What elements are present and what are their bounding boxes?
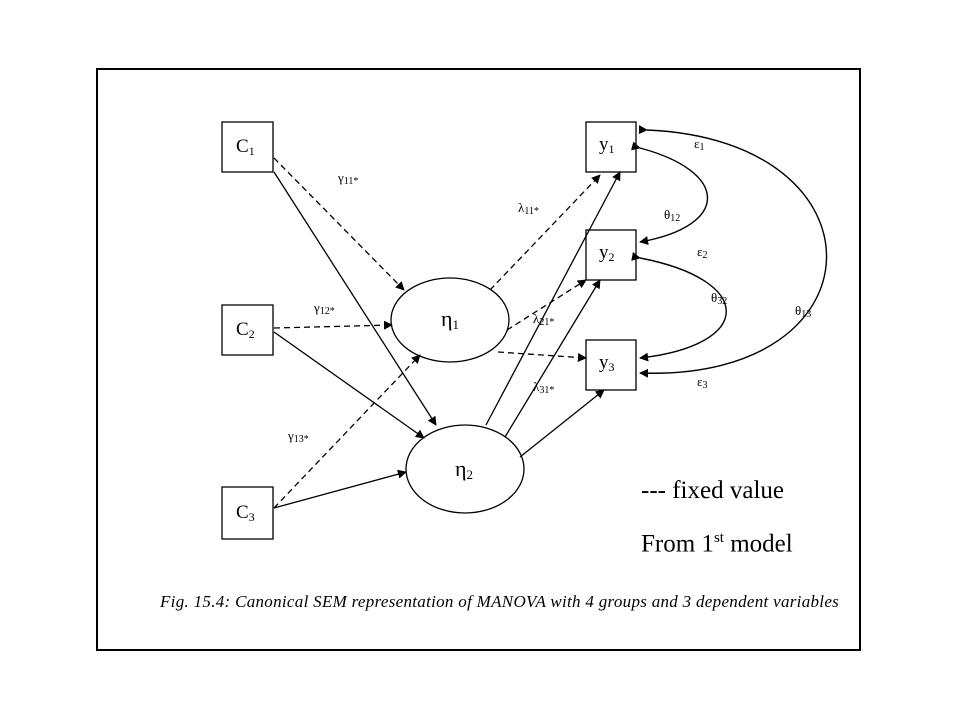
path-eta1-y1 — [489, 174, 601, 291]
lambda11-label: λ11* — [518, 200, 539, 217]
theta32-label: θ32 — [711, 290, 727, 307]
lambda21-label: λ21* — [533, 311, 554, 328]
path-eta2-y1 — [485, 171, 621, 426]
path-c3-eta1 — [273, 354, 421, 509]
c1-box — [221, 121, 274, 173]
y3-label: y3 — [599, 352, 615, 374]
from-first-model-note: From 1st model — [641, 530, 793, 558]
path-eta1-y3 — [497, 351, 587, 362]
path-c1-eta2 — [273, 171, 437, 426]
diagram-frame — [96, 68, 861, 651]
y2-label: y2 — [599, 242, 615, 264]
lambda31-label: λ31* — [533, 379, 554, 396]
theta12-label: θ12 — [664, 207, 680, 224]
y1-box — [585, 121, 637, 173]
gamma11-label: γ11* — [337, 170, 358, 187]
eps2-label: ε2 — [697, 244, 707, 261]
path-eta2-y3 — [519, 389, 605, 458]
cov-theta13 — [638, 125, 828, 378]
cov-theta32 — [631, 252, 727, 362]
path-c1-eta1 — [273, 157, 405, 291]
y3-box — [585, 339, 637, 391]
y2-box — [585, 229, 637, 281]
eta2-ellipse — [405, 424, 525, 514]
c3-label: C3 — [236, 502, 255, 524]
path-eta2-y2 — [504, 279, 601, 438]
path-c3-eta2 — [273, 469, 407, 509]
eps1-label: ε1 — [694, 136, 704, 153]
path-eta1-y2 — [506, 279, 587, 331]
eta1-label: η1 — [441, 306, 459, 332]
c1-label: C1 — [236, 136, 255, 158]
theta13-label: θ13 — [795, 303, 811, 320]
c2-box — [221, 304, 274, 356]
gamma13-label: γ13* — [287, 428, 309, 445]
figure-caption: Fig. 15.4: Canonical SEM representation … — [160, 592, 840, 611]
cov-theta12 — [631, 141, 709, 246]
c3-box — [221, 486, 274, 540]
path-c2-eta2 — [273, 331, 425, 439]
gamma12-label: γ12* — [313, 300, 335, 317]
eta2-label: η2 — [455, 456, 473, 482]
y1-label: y1 — [599, 134, 615, 156]
c2-label: C2 — [236, 319, 255, 341]
eta1-ellipse — [390, 277, 510, 363]
fixed-value-note: --- fixed value — [641, 477, 784, 504]
eps3-label: ε3 — [697, 374, 707, 391]
